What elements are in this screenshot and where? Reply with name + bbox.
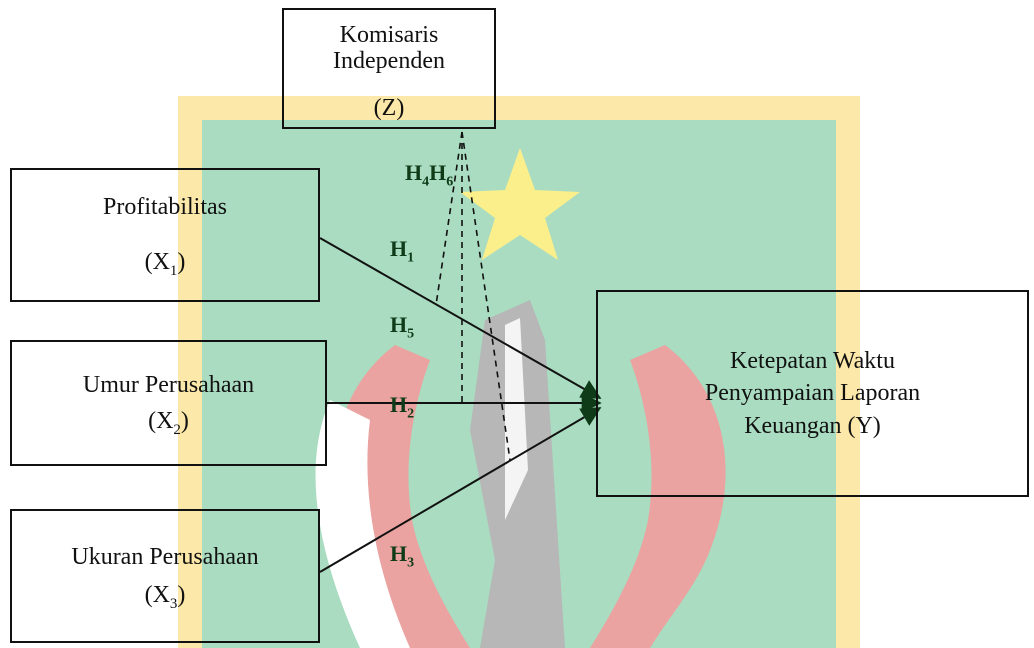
node-ketepatan-waktu: Ketepatan Waktu Penyampaian Laporan Keua… bbox=[596, 290, 1029, 497]
node-z-var: (Z) bbox=[373, 94, 405, 121]
node-y-line1: Ketepatan Waktu bbox=[730, 347, 895, 374]
arrow-h1-x1-y bbox=[319, 237, 602, 399]
node-y-line2: Penyampaian Laporan bbox=[704, 380, 921, 407]
watermark-star-icon bbox=[460, 148, 580, 260]
node-x2-title: Umur Perusahaan bbox=[82, 371, 255, 398]
node-z-title: Komisaris Independen bbox=[333, 22, 445, 75]
label-h1: H1 bbox=[390, 236, 415, 266]
label-h5: H5 bbox=[390, 312, 415, 342]
node-x3-var: (X3) bbox=[144, 582, 186, 612]
node-x1-title: Profitabilitas bbox=[103, 194, 227, 221]
node-x1-var: (X1) bbox=[144, 249, 186, 280]
node-y-line3: Keuangan (Y) bbox=[744, 412, 881, 439]
dashed-z-to-h1-moderation bbox=[435, 131, 463, 306]
node-komisaris-independen: Komisaris Independen (Z) bbox=[282, 8, 496, 129]
node-x2-var: (X2) bbox=[148, 408, 189, 438]
label-h2: H2 bbox=[390, 392, 415, 422]
node-profitabilitas: Profitabilitas (X1) bbox=[10, 168, 320, 302]
watermark-white-left bbox=[315, 400, 410, 648]
dashed-z-to-h3-moderation bbox=[461, 131, 511, 461]
arrow-h3-x3-y bbox=[319, 407, 602, 573]
label-h3: H3 bbox=[390, 541, 415, 571]
node-x3-title: Ukuran Perusahaan bbox=[71, 543, 259, 570]
label-h4-h6: H4H6 bbox=[405, 160, 454, 190]
watermark-sword-highlight bbox=[505, 318, 528, 520]
node-ukuran-perusahaan: Ukuran Perusahaan (X3) bbox=[10, 509, 320, 643]
node-umur-perusahaan: Umur Perusahaan (X2) bbox=[10, 340, 327, 466]
